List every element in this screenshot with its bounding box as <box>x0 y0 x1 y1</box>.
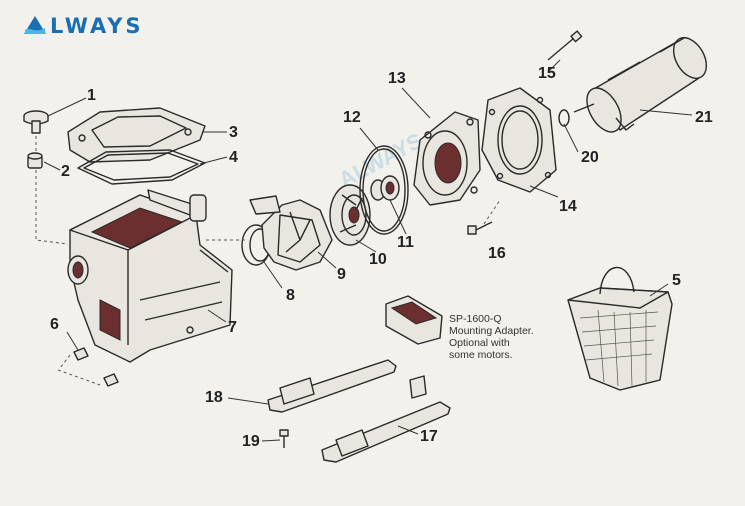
part-5-strainer-basket <box>567 266 673 391</box>
part-9-diffuser <box>249 195 333 271</box>
callout-8: 8 <box>286 287 295 304</box>
callout-19: 19 <box>242 433 260 450</box>
part-15-through-bolt <box>547 30 583 61</box>
callout-16: 16 <box>488 245 506 262</box>
callout-14: 14 <box>559 198 577 215</box>
brand-name: LWAYS <box>50 14 144 38</box>
callout-6: 6 <box>50 316 59 333</box>
callout-11: 11 <box>397 234 414 251</box>
callout-20: 20 <box>581 149 599 166</box>
part-1-lid-knob <box>23 110 49 134</box>
adapter-note-line-1: SP-1600-Q <box>449 313 502 325</box>
callout-9: 9 <box>337 266 346 283</box>
part-3-strainer-lid <box>67 107 206 163</box>
part-18-motor-base <box>267 359 397 413</box>
part-19-screw <box>279 429 289 448</box>
callout-4: 4 <box>229 149 238 166</box>
callout-7: 7 <box>228 319 237 336</box>
callout-15: 15 <box>538 65 556 82</box>
part-17-motor-base <box>321 375 451 463</box>
part-2-bushing <box>27 152 43 169</box>
part-11-shaft-seal <box>370 175 400 201</box>
brand-logo: LWAYS <box>22 14 144 38</box>
callout-17: 17 <box>420 428 438 445</box>
part-13-seal-housing <box>413 111 481 206</box>
wave-logo-icon <box>24 16 46 34</box>
callout-5: 5 <box>672 272 681 289</box>
adapter-note-line-3: Optional with <box>449 337 510 349</box>
callout-2: 2 <box>61 163 70 180</box>
adapter-note: SP-1600-Q Mounting Adapter. Optional wit… <box>449 313 569 361</box>
leader-lines <box>43 59 693 442</box>
callout-3: 3 <box>229 124 238 141</box>
adapter-note-line-2: Mounting Adapter. <box>449 325 534 337</box>
callout-21: 21 <box>695 109 713 126</box>
callout-18: 18 <box>205 389 223 406</box>
callout-10: 10 <box>369 251 387 268</box>
assembly-lines <box>35 136 501 386</box>
part-21-motor <box>573 37 708 133</box>
part-12-seal-plate <box>359 145 409 235</box>
part-14-motor-adapter-plate <box>481 87 557 193</box>
mounting-adapter-sp-1600-q <box>385 295 443 345</box>
callout-13: 13 <box>388 70 406 87</box>
part-6-drain-plugs <box>73 347 119 387</box>
part-16-screw <box>467 221 493 235</box>
adapter-note-line-4: some motors. <box>449 349 513 361</box>
part-20-washer <box>558 109 570 127</box>
callout-12: 12 <box>343 109 361 126</box>
callout-1: 1 <box>87 87 96 104</box>
part-7-pump-housing <box>67 189 233 363</box>
